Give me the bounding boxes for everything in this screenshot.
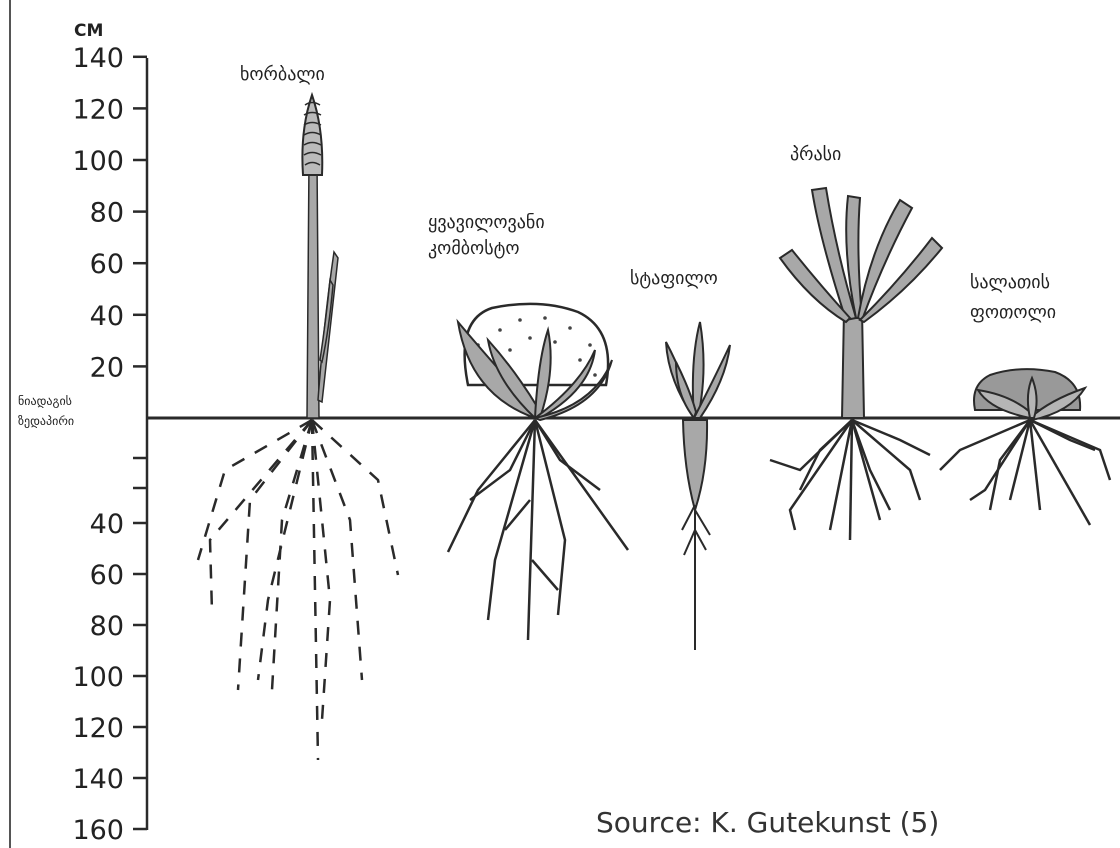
source-citation: Source: K. Gutekunst (5): [596, 806, 939, 839]
cauliflower-illustration: [448, 304, 628, 640]
ground-label-line-2: ზედაპირი: [18, 414, 74, 428]
axis-tick-below-label: 80: [90, 611, 124, 642]
axis-tick-above-label: 120: [72, 94, 124, 125]
axis-tick-below-label: 40: [90, 509, 124, 540]
axis-tick-above-label: 20: [90, 352, 124, 383]
plant-label-carrot: სტაფილო: [630, 268, 718, 289]
lettuce-roots: [940, 420, 1110, 525]
wheat-illustration: [198, 95, 398, 760]
leek-illustration: [770, 188, 942, 540]
ground-label-line-1: ნიადაგის: [18, 394, 72, 408]
cauliflower-roots: [448, 420, 628, 640]
axis-tick-below-label: 140: [72, 764, 124, 795]
plant-label-lettuce-line-2: ფოთოლი: [970, 302, 1056, 323]
axis-tick-above-label: 100: [72, 146, 124, 177]
axis-tick-below-label: 100: [72, 662, 124, 693]
ground-label: ნიადაგის ზედაპირი: [18, 394, 76, 428]
plant-label-cauliflower-line-1: ყვავილოვანი: [428, 212, 545, 233]
axis-tick-above-label: 40: [90, 301, 124, 332]
carrot-root: [683, 420, 707, 510]
plant-label-cauliflower-line-2: კომბოსტო: [428, 238, 520, 259]
axis-tick-above-label: 60: [90, 249, 124, 280]
axis-tick-above-label: 140: [72, 43, 124, 74]
leek-stalk: [842, 310, 864, 418]
plant-label-wheat: ხორბალი: [240, 64, 325, 85]
carrot-illustration: [666, 322, 730, 650]
plant-label-lettuce-line-1: სალათის: [970, 272, 1050, 293]
axis-tick-below-label: 60: [90, 560, 124, 591]
carrot-foliage: [666, 322, 730, 418]
wheat-roots: [198, 420, 398, 760]
plant-label-leek: პრასი: [790, 144, 841, 165]
axis-unit-label: CM: [74, 21, 103, 41]
axis-tick-above-label: 80: [90, 198, 124, 229]
plant-label-cauliflower: ყვავილოვანი კომბოსტო: [428, 212, 550, 259]
lettuce-illustration: [940, 369, 1110, 525]
leek-roots: [770, 420, 930, 540]
axis-tick-below-label: 160: [72, 815, 124, 846]
plant-label-lettuce: სალათის ფოთოლი: [970, 272, 1056, 323]
axis-ticks-above: 140 120 100 80 60 40 20: [72, 43, 147, 384]
wheat-stem: [307, 160, 319, 418]
axis-ticks-below: 40 60 80 100 120 140 160: [72, 458, 147, 846]
axis-tick-below-label: 120: [72, 713, 124, 744]
leek-leaves: [780, 188, 942, 322]
